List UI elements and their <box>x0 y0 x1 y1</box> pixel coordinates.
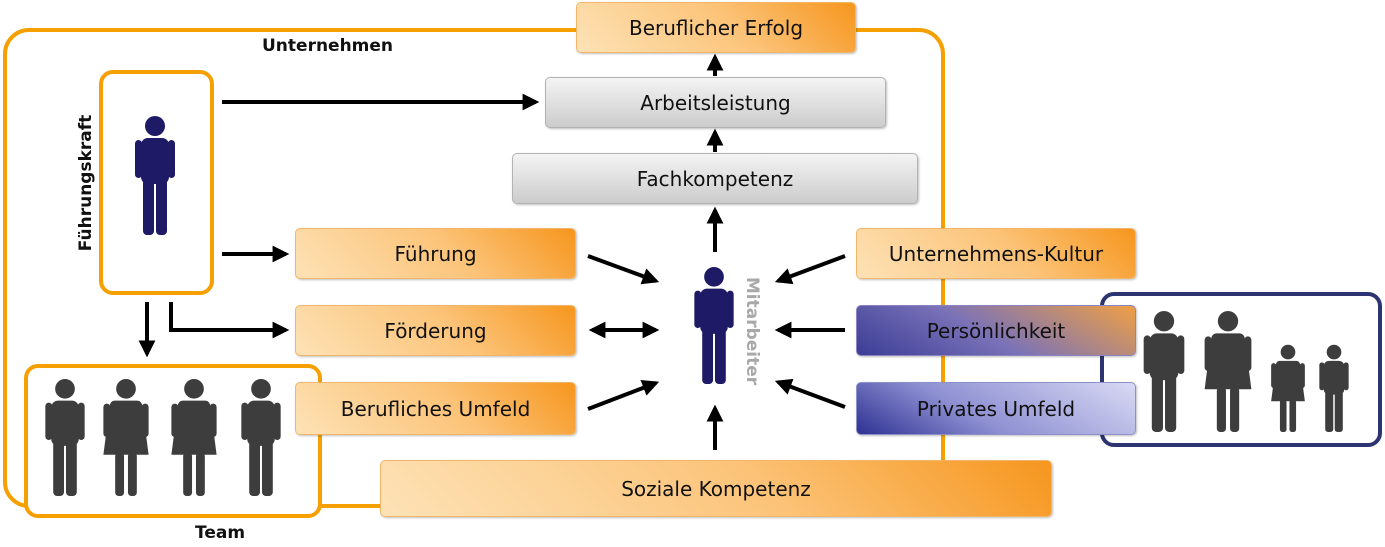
leader-person-icon <box>135 116 175 235</box>
family-woman-icon <box>1204 311 1252 432</box>
success-box: Beruflicher Erfolg <box>576 2 856 53</box>
support-box: Förderung <box>295 305 576 356</box>
arrow-work-environment-to-employee <box>587 379 660 411</box>
leadership-box: Führung <box>295 228 576 279</box>
team-woman-icon-2 <box>171 378 217 496</box>
team-man-icon-2 <box>241 378 281 496</box>
family-girl-icon <box>1271 344 1305 432</box>
employee-person-icon <box>694 266 734 384</box>
personality-box: Persönlichkeit <box>856 305 1136 356</box>
family-boy-icon <box>1319 344 1349 432</box>
team-man-icon-1 <box>45 378 85 496</box>
work-environment-box: Berufliches Umfeld <box>295 382 576 435</box>
arrow-leadership-to-employee <box>587 254 660 285</box>
expertise-box: Fachkompetenz <box>512 153 918 204</box>
arrow-private-to-employee <box>774 378 846 409</box>
culture-box: Unternehmens-Kultur <box>856 228 1136 279</box>
social-skills-box: Soziale Kompetenz <box>380 460 1052 517</box>
arrow-culture-to-employee <box>774 254 846 285</box>
family-man-icon <box>1143 311 1185 432</box>
company-label: Unternehmen <box>262 36 394 56</box>
performance-box: Arbeitsleistung <box>545 77 886 128</box>
team-label: Team <box>195 523 246 543</box>
leader-frame <box>99 70 214 295</box>
team-woman-icon-1 <box>103 378 149 496</box>
arrow-leader-to-support <box>169 302 290 339</box>
private-environment-box: Privates Umfeld <box>856 382 1136 435</box>
